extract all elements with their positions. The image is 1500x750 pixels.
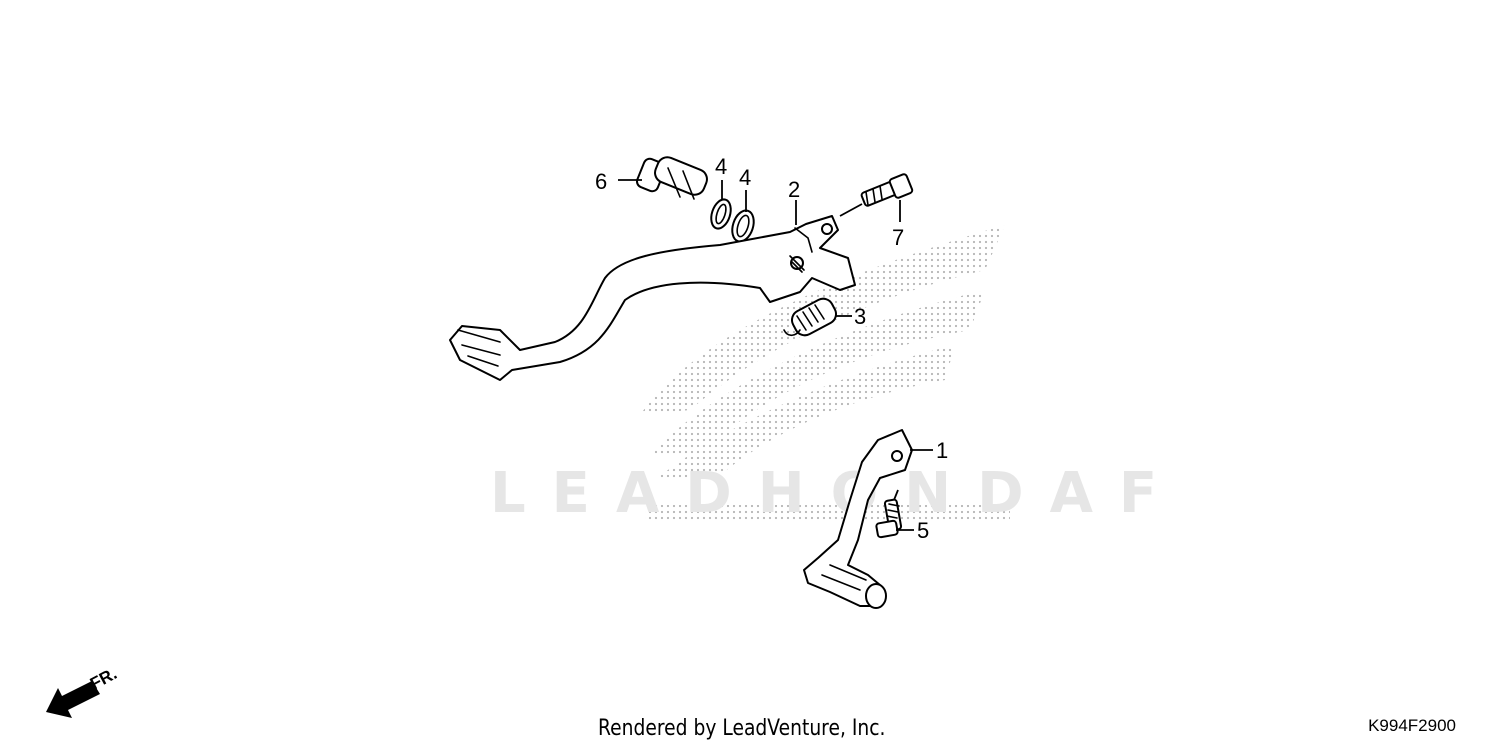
leader-1-bolt (893, 489, 899, 501)
watermark: LEADHONDAF (490, 225, 1183, 526)
part-5-bolt (875, 498, 903, 539)
leader-2-bolt (839, 203, 863, 217)
front-arrow-icon (46, 681, 100, 718)
callout-5: 5 (917, 518, 929, 543)
callout-2: 2 (788, 177, 800, 202)
part-7-bolt (860, 173, 914, 207)
callout-7: 7 (892, 225, 904, 250)
callout-1: 1 (936, 438, 948, 463)
footer-credit: Rendered by LeadVenture, Inc. (598, 716, 886, 741)
callout-3: 3 (854, 304, 866, 329)
part-4-o-rings (710, 198, 755, 243)
part-6-pivot-collar (635, 156, 708, 200)
callout-6: 6 (595, 169, 607, 194)
watermark-wing (640, 225, 1010, 520)
diagram-code: K994F2900 (1368, 716, 1456, 735)
callout-4-first: 4 (715, 154, 727, 179)
part-1-gearshift-pedal (803, 429, 913, 609)
part-2-brake-pedal (449, 215, 856, 381)
part-3-return-spring (783, 297, 838, 337)
watermark-text: LEADHONDAF (490, 461, 1183, 526)
front-direction-indicator: FR. (46, 664, 120, 718)
callout-4-second: 4 (739, 165, 751, 190)
